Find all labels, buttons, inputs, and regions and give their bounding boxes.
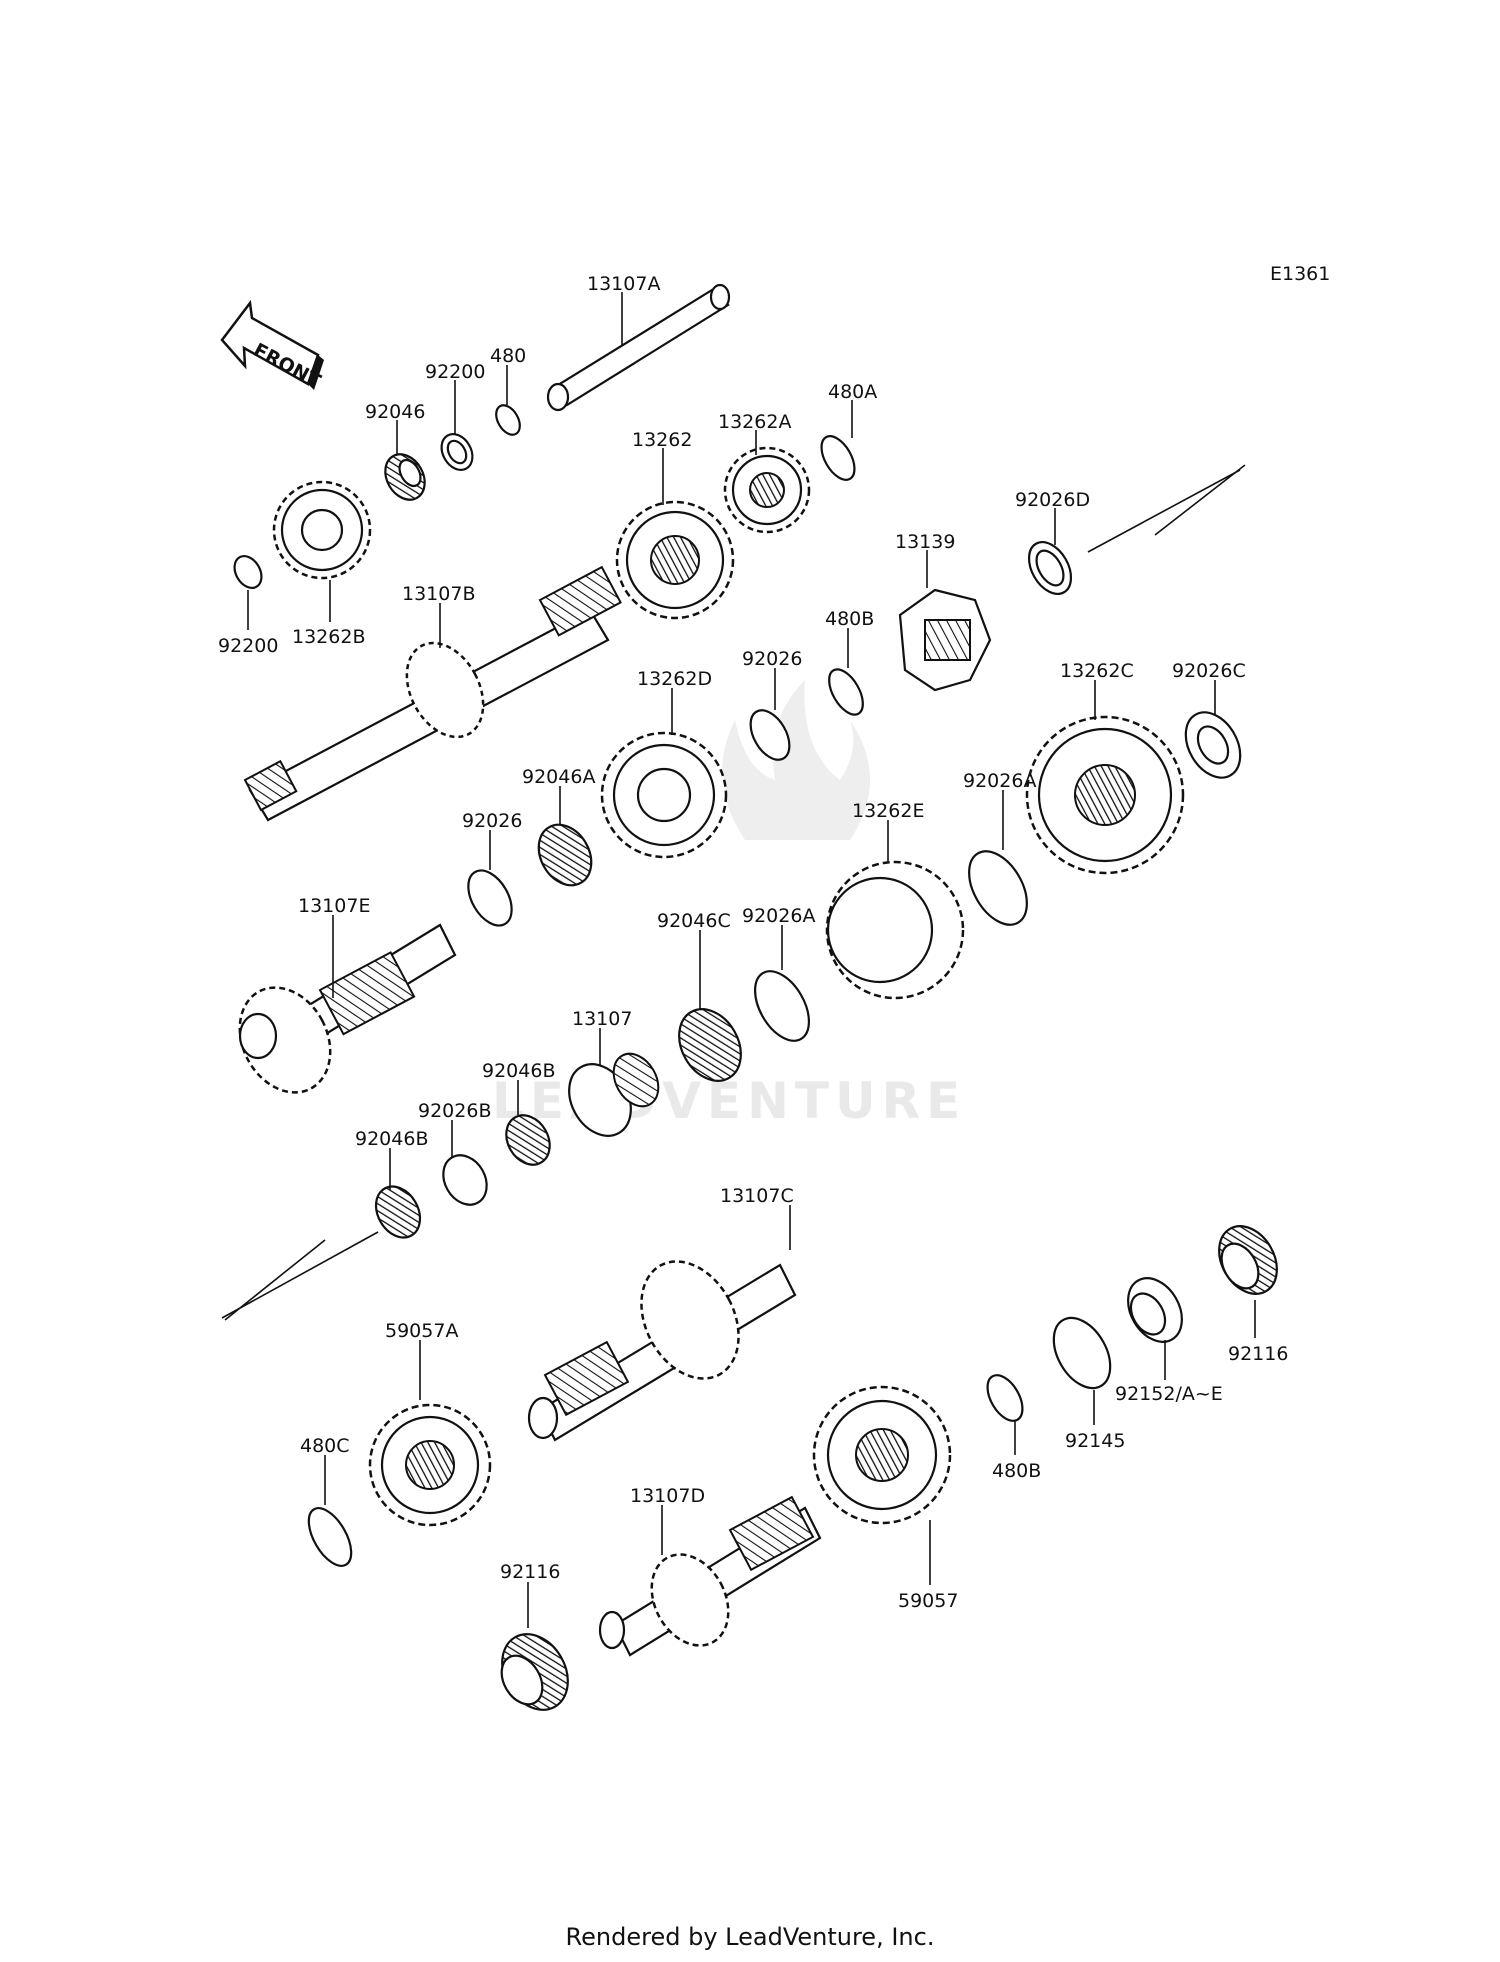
part-label: 92026D: [1015, 489, 1090, 511]
collar-92152: [1127, 1277, 1183, 1343]
part-label: 13107B: [402, 583, 475, 605]
footer-credit: Rendered by LeadVenture, Inc.: [566, 1923, 935, 1951]
needle-bearing-92046b-left: [374, 1185, 422, 1239]
washer-92026d: [1027, 541, 1073, 595]
part-label: 92046C: [657, 910, 731, 932]
gear-59057: [812, 1385, 952, 1525]
shift-drum-13139: [898, 588, 992, 692]
part-label: 13262B: [292, 626, 365, 648]
part-label: 480C: [300, 1435, 350, 1457]
part-label: 13262D: [637, 668, 712, 690]
needle-bearing-92046a: [537, 823, 593, 887]
part-label: 92200: [425, 361, 485, 383]
part-label: 13262: [632, 429, 692, 451]
part-label: 480A: [828, 381, 877, 403]
leader-lines: [247, 292, 1256, 1628]
part-label: 13107A: [587, 273, 660, 295]
part-labels: 13107A 480 92200 92046 13262A 480A 13262…: [218, 273, 1288, 1612]
circlip-480c: [307, 1507, 353, 1567]
part-label: 13262E: [852, 800, 924, 822]
part-label: 92026A: [963, 770, 1036, 792]
gear-59057a: [368, 1403, 492, 1527]
watermark-text: LEADVENTURE: [492, 1072, 966, 1130]
part-label: 13107E: [298, 895, 370, 917]
part-label: 92046B: [482, 1060, 555, 1082]
shaft-13107b: [243, 565, 622, 822]
part-label: 92116: [500, 1561, 560, 1583]
gear-13262e: [825, 860, 965, 1000]
part-label: 92026B: [418, 1100, 491, 1122]
washer-92026a-right: [968, 850, 1028, 926]
washer-92026a-mid: [753, 970, 811, 1042]
part-label: 92116: [1228, 1343, 1288, 1365]
shaft-13107d: [598, 1495, 822, 1657]
circlip-480a: [820, 435, 856, 481]
gear-13262d: [600, 731, 728, 859]
part-label: 13107: [572, 1008, 632, 1030]
washer-92200-top: [440, 433, 474, 471]
part-label: 480: [490, 345, 526, 367]
part-label: 13262C: [1060, 660, 1134, 682]
gear-13262c: [1025, 715, 1185, 875]
part-label: 92152/A~E: [1115, 1383, 1223, 1405]
part-label: 13262A: [718, 411, 791, 433]
circlip-480: [495, 404, 521, 436]
shaft-13107c: [527, 1260, 797, 1442]
bearing-92116-right: [1218, 1225, 1278, 1295]
part-label: 92046: [365, 401, 425, 423]
washer-92026-mid: [749, 709, 791, 761]
part-label: 92200: [218, 635, 278, 657]
washer-92026c: [1184, 711, 1242, 779]
part-label: 59057: [898, 1590, 958, 1612]
part-label: 480B: [992, 1460, 1041, 1482]
washer-92026-row3: [467, 869, 513, 927]
needle-bearing-92046b-mid: [505, 1114, 551, 1166]
circlip-480b-low: [986, 1374, 1024, 1422]
front-arrow-icon: FRONT: [220, 299, 324, 393]
sleeve-13107: [568, 1052, 660, 1137]
part-label: 13139: [895, 531, 955, 553]
part-label: 92026A: [742, 905, 815, 927]
reference-line-right: [1087, 464, 1246, 553]
reference-line-left: [221, 1231, 379, 1321]
part-label: 92046A: [522, 766, 595, 788]
gear-13262b: [272, 480, 372, 580]
part-label: 92026: [462, 810, 522, 832]
gear-13262: [615, 500, 735, 620]
bearing-92116-left: [500, 1633, 569, 1711]
part-label: 13107D: [630, 1485, 705, 1507]
shaft-13107a: [546, 283, 731, 412]
part-label: 59057A: [385, 1320, 458, 1342]
part-label: 92026C: [1172, 660, 1246, 682]
needle-bearing-92046c: [678, 1008, 742, 1082]
needle-bearing-92046: [384, 453, 426, 501]
part-label: 13107C: [720, 1185, 794, 1207]
diagram-code: E1361: [1270, 263, 1330, 285]
washer-92200-left: [233, 555, 263, 589]
circlip-480b-mid: [828, 668, 864, 716]
part-label: 92145: [1065, 1430, 1125, 1452]
shaft-13107e: [238, 923, 457, 1094]
collar-92026b: [442, 1154, 488, 1206]
gear-13262a: [723, 446, 811, 534]
part-label: 480B: [825, 608, 874, 630]
washer-92145: [1052, 1316, 1112, 1390]
part-label: 92046B: [355, 1128, 428, 1150]
part-label: 92026: [742, 648, 802, 670]
